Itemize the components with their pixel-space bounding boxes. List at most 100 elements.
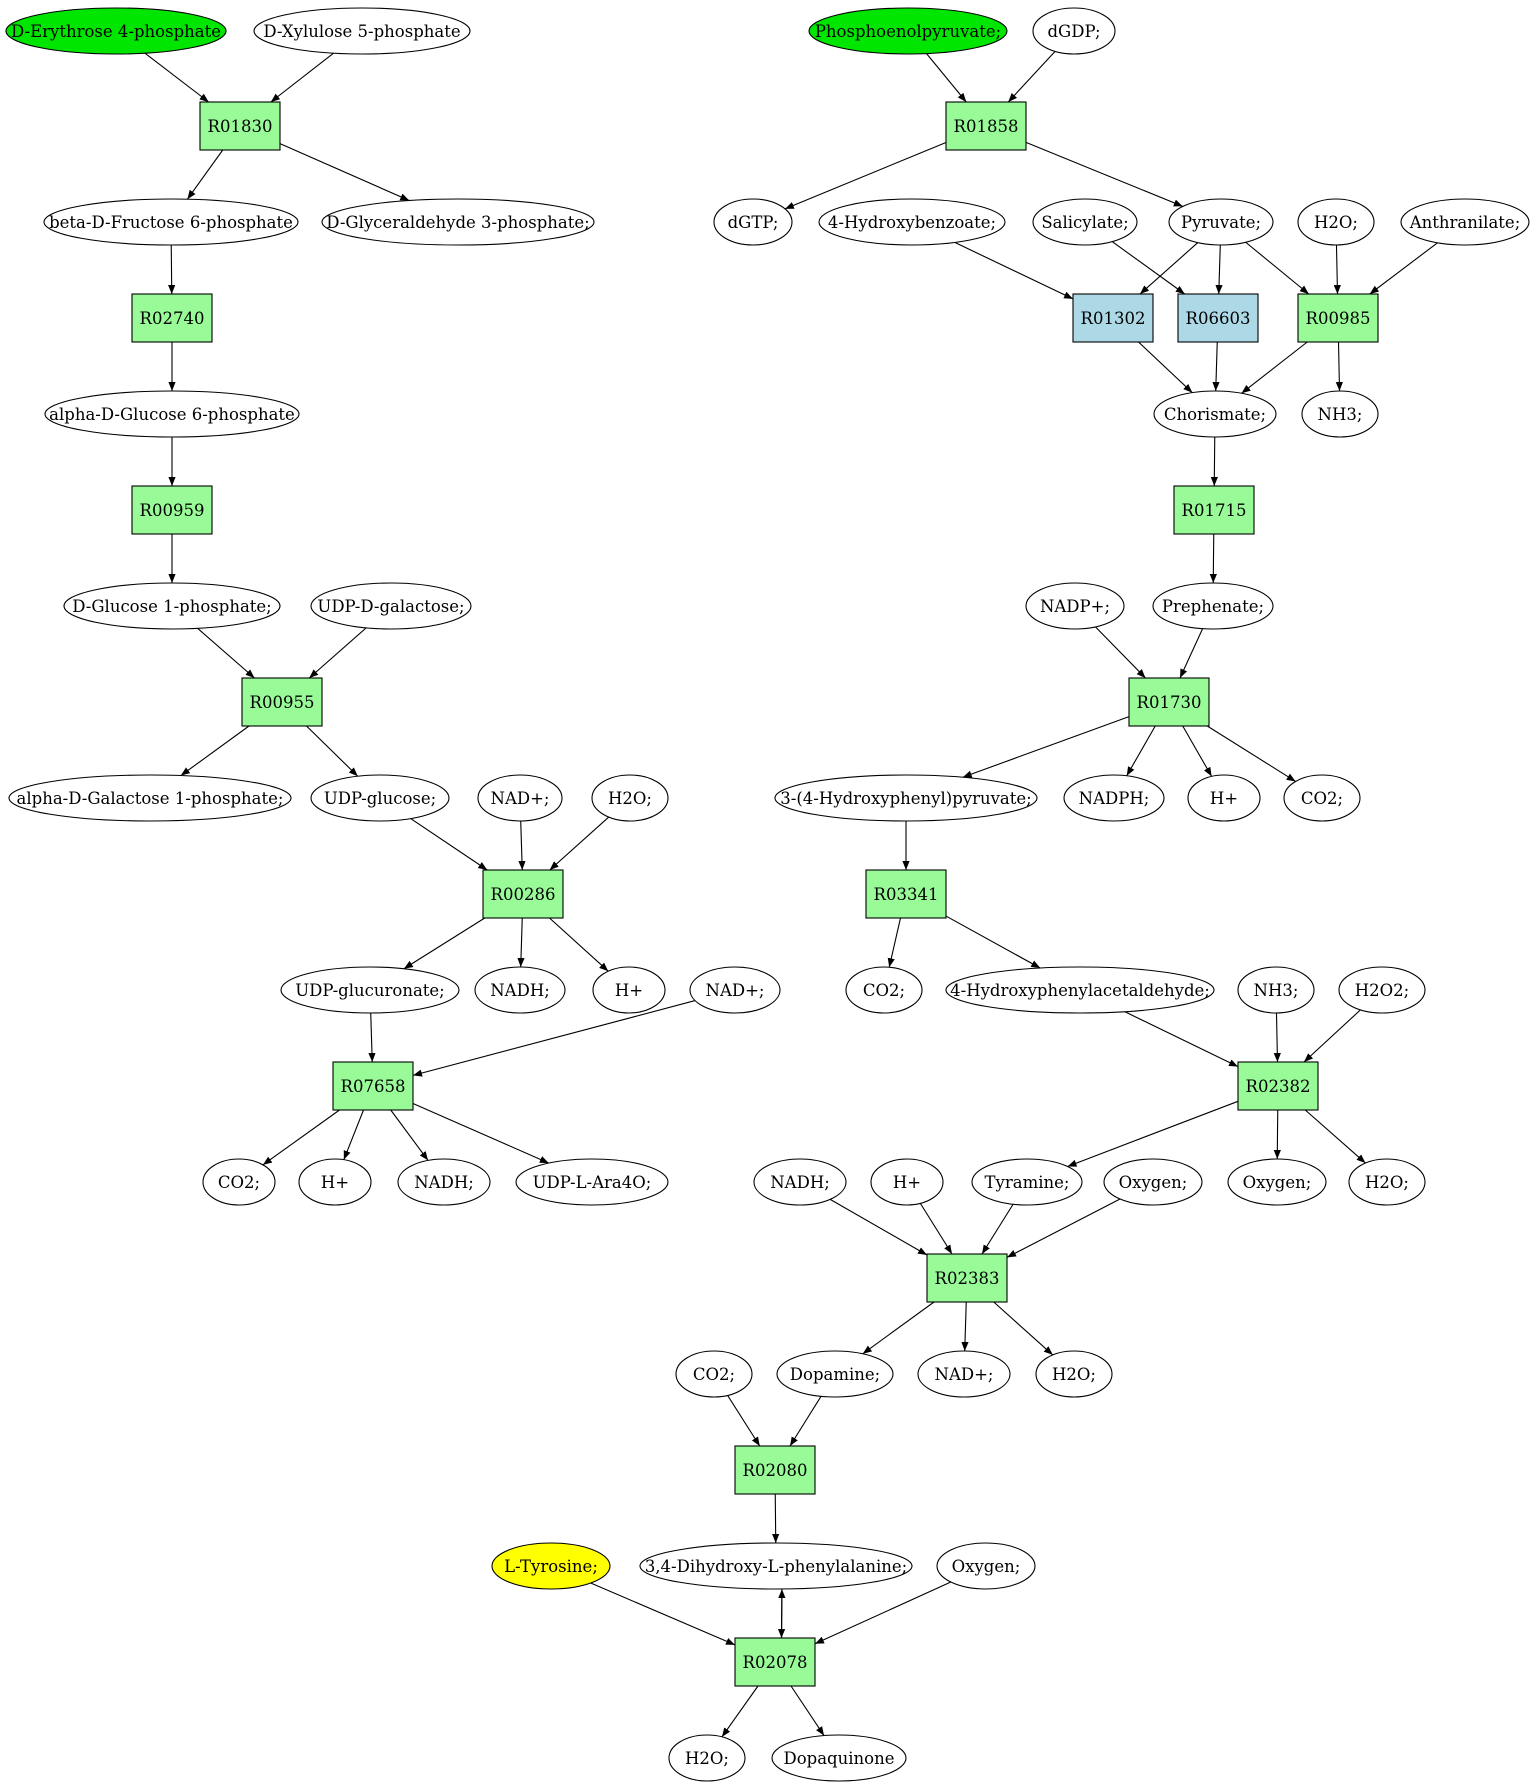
- compound-ellipse: [870, 1158, 944, 1206]
- edge-n32-n35: [1139, 242, 1199, 295]
- compound-node: Salicylate;: [1032, 198, 1138, 246]
- reaction-box: [199, 101, 281, 151]
- node-label: NADH;: [414, 1173, 474, 1192]
- compound-ellipse: [515, 1158, 669, 1206]
- reaction-box: [734, 1637, 816, 1687]
- compound-ellipse: [1301, 390, 1379, 438]
- compound-ellipse: [808, 7, 1008, 55]
- compound-ellipse: [1187, 774, 1261, 822]
- node-label: Anthranilate;: [1409, 213, 1521, 232]
- reaction-box: [1072, 293, 1154, 343]
- compound-ellipse: [1283, 774, 1361, 822]
- node-label: R06603: [1186, 309, 1251, 328]
- edge-n40-n42: [1209, 533, 1217, 584]
- edge-n27-n28: [1007, 51, 1056, 103]
- node-label: dGTP;: [728, 213, 779, 232]
- node-label: H2O;: [685, 1749, 729, 1768]
- node-label: NADP+;: [1040, 597, 1110, 616]
- compound-ellipse: [1237, 966, 1315, 1014]
- edge-n16-n17: [403, 917, 486, 970]
- node-label: R00959: [140, 501, 205, 520]
- compound-node: 4-Hydroxybenzoate;: [818, 198, 1006, 246]
- node-label: CO2;: [693, 1365, 735, 1384]
- compound-ellipse: [1297, 198, 1375, 246]
- node-label: R00985: [1306, 309, 1371, 328]
- reaction-node: R00955: [241, 677, 323, 727]
- reaction-box: [482, 869, 564, 919]
- node-label: R01715: [1182, 501, 1247, 520]
- compound-node: Pyruvate;: [1168, 198, 1274, 246]
- edge-n3-n4: [186, 149, 224, 200]
- compound-node: CO2;: [1283, 774, 1361, 822]
- compound-ellipse: [818, 198, 1006, 246]
- node-label: alpha-D-Galactose 1-phosphate;: [17, 789, 284, 808]
- compound-ellipse: [668, 1734, 746, 1782]
- node-label: UDP-glucuronate;: [295, 981, 444, 1000]
- edge-n52-n53: [1303, 1009, 1361, 1063]
- compound-ellipse: [592, 966, 666, 1014]
- reaction-node: R01715: [1173, 485, 1255, 535]
- edge-n15-n16: [549, 816, 610, 871]
- compound-node: D-Glucose 1-phosphate;: [63, 582, 281, 630]
- node-label: NADPH;: [1079, 789, 1150, 808]
- edge-n43-n44: [962, 716, 1130, 778]
- compound-ellipse: [1032, 198, 1138, 246]
- node-label: R07658: [341, 1077, 406, 1096]
- edge-n10-n11: [308, 627, 367, 679]
- node-label: Oxygen;: [1119, 1173, 1188, 1192]
- reaction-box: [1177, 293, 1259, 343]
- node-label: Pyruvate;: [1181, 213, 1261, 232]
- compound-node: Dopaquinone: [771, 1734, 907, 1782]
- edge-n50-n53: [1124, 1011, 1239, 1068]
- compound-node: NADH;: [397, 1158, 491, 1206]
- compound-ellipse: [591, 774, 669, 822]
- node-label: Prephenate;: [1162, 597, 1264, 616]
- compound-ellipse: [945, 966, 1215, 1014]
- edge-n14-n16: [518, 820, 526, 871]
- edge-n53-n58: [1273, 1109, 1281, 1160]
- node-label: R00286: [491, 885, 556, 904]
- node-label: 3,4-Dihydroxy-L-phenylalanine;: [645, 1557, 907, 1576]
- compound-ellipse: [1103, 1158, 1203, 1206]
- node-label: Dopaquinone: [784, 1749, 895, 1768]
- compound-ellipse: [753, 1158, 847, 1206]
- compound-ellipse: [202, 1158, 276, 1206]
- node-label: R00955: [250, 693, 315, 712]
- node-label: NAD+;: [935, 1365, 994, 1384]
- edge-n37-n38: [1241, 341, 1308, 394]
- node-label: H+: [321, 1173, 349, 1192]
- edge-n69-n70: [721, 1685, 759, 1738]
- edge-n68-n69: [814, 1581, 952, 1645]
- compound-node: H2O2;: [1338, 966, 1426, 1014]
- edge-n66-n69: [590, 1582, 736, 1646]
- compound-node: D-Glyceraldehyde 3-phosphate;: [321, 198, 595, 246]
- compound-ellipse: [310, 774, 450, 822]
- node-label: Oxygen;: [1243, 1173, 1312, 1192]
- compound-node: Oxygen;: [936, 1542, 1036, 1590]
- edge-n28-n29: [784, 141, 947, 210]
- node-label: NADH;: [490, 981, 550, 1000]
- compound-node: CO2;: [675, 1350, 753, 1398]
- node-label: D-Xylulose 5-phosphate: [263, 22, 460, 41]
- edge-n62-n65: [789, 1396, 822, 1447]
- node-label: R02078: [743, 1653, 808, 1672]
- node-label: CO2;: [1301, 789, 1343, 808]
- node-label: R02740: [140, 309, 205, 328]
- edge-n55-n60: [919, 1203, 953, 1255]
- edges-layer: [144, 51, 1438, 1738]
- node-label: NH3;: [1254, 981, 1299, 1000]
- node-label: Salicylate;: [1041, 213, 1128, 232]
- node-label: R01730: [1137, 693, 1202, 712]
- node-label: UDP-D-galactose;: [317, 597, 464, 616]
- reaction-node: R00286: [482, 869, 564, 919]
- compound-node: 4-Hydroxyphenylacetaldehyde;: [945, 966, 1215, 1014]
- edge-n32-n36: [1215, 244, 1223, 295]
- compound-ellipse: [253, 7, 471, 55]
- node-label: R02080: [743, 1461, 808, 1480]
- compound-ellipse: [491, 1542, 611, 1590]
- compound-ellipse: [44, 390, 300, 438]
- compound-ellipse: [1063, 774, 1165, 822]
- node-label: NH3;: [1318, 405, 1363, 424]
